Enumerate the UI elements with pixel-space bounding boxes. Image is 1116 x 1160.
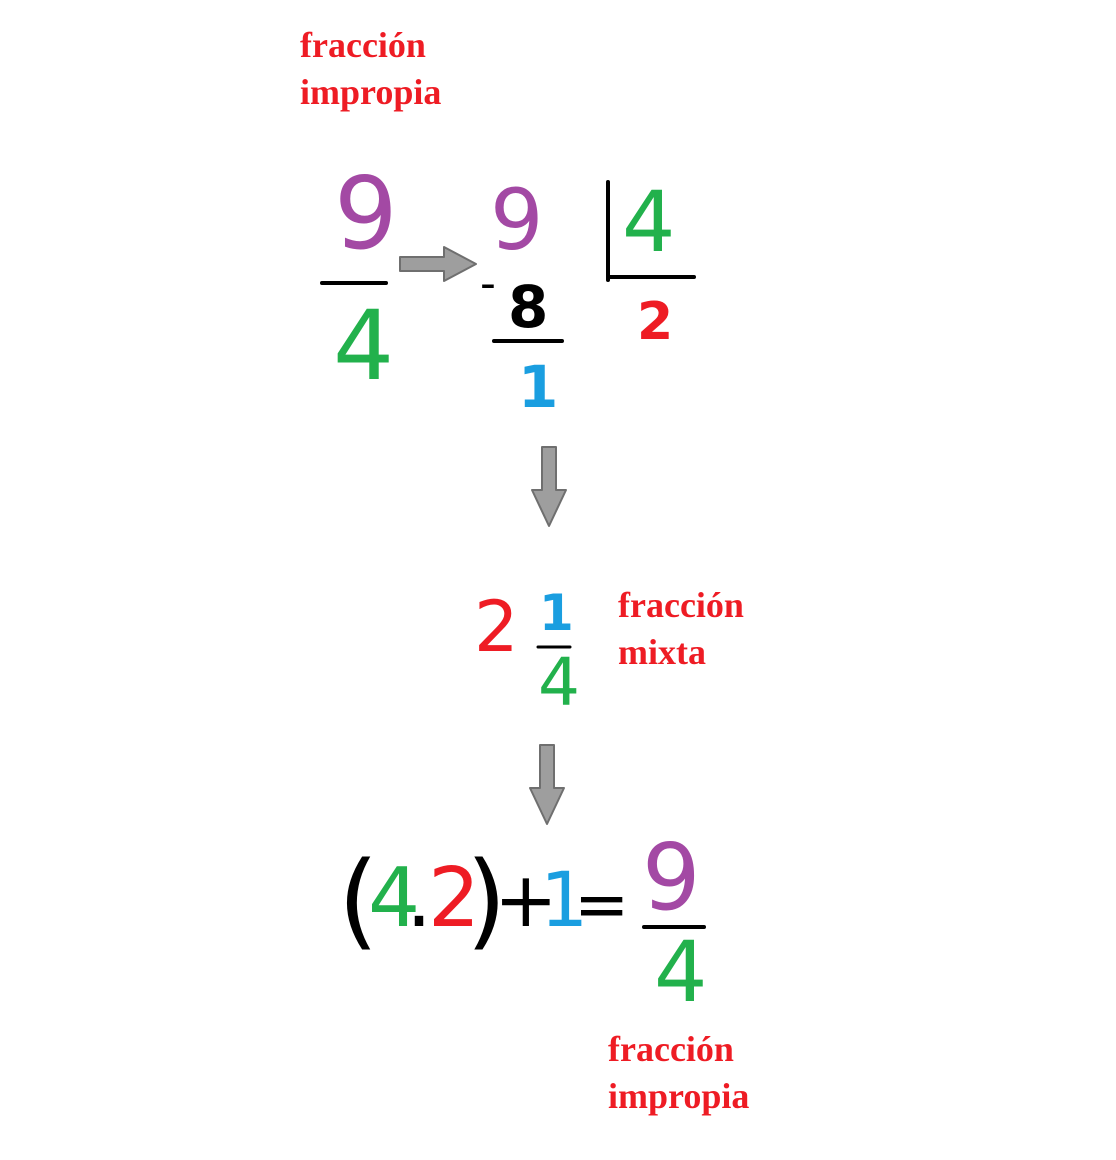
- division-minus: -: [480, 258, 496, 309]
- division-subtrahend: 8: [508, 273, 549, 341]
- top-label-line2: impropia: [300, 72, 442, 112]
- bottom-label: fracción impropia: [608, 1026, 749, 1120]
- top-label: fracción impropia: [300, 22, 441, 116]
- division-remainder: 1: [518, 353, 559, 421]
- verify-close-paren: ): [466, 839, 507, 961]
- division-quotient: 2: [637, 292, 674, 352]
- result-denominator: 4: [654, 923, 708, 1021]
- result-numerator: 9: [642, 824, 701, 931]
- verify-plus: +: [494, 855, 558, 944]
- verify-dot: .: [406, 851, 433, 946]
- division-dividend: 9: [490, 171, 544, 269]
- verify-addend: 1: [540, 855, 589, 944]
- bottom-label-line2: impropia: [608, 1076, 750, 1116]
- down-arrow-icon: [531, 446, 567, 527]
- down-arrow-icon: [529, 744, 565, 825]
- middle-label-line1: fracción: [618, 585, 744, 625]
- right-arrow-icon: [399, 246, 477, 282]
- mixed-denominator: 4: [538, 644, 580, 721]
- mixed-whole: 2: [474, 586, 519, 668]
- bottom-label-line1: fracción: [608, 1029, 734, 1069]
- middle-label-line2: mixta: [618, 632, 706, 672]
- division-divisor: 4: [622, 173, 676, 271]
- verify-equals: =: [574, 866, 630, 943]
- top-label-line1: fracción: [300, 25, 426, 65]
- verify-factor1: 4: [368, 851, 421, 946]
- verify-factor2: 2: [428, 851, 481, 946]
- middle-label: fracción mixta: [618, 582, 744, 676]
- original-numerator: 9: [334, 155, 398, 272]
- verify-open-paren: (: [338, 839, 379, 961]
- mixed-numerator: 1: [539, 584, 574, 642]
- original-denominator: 4: [333, 290, 395, 402]
